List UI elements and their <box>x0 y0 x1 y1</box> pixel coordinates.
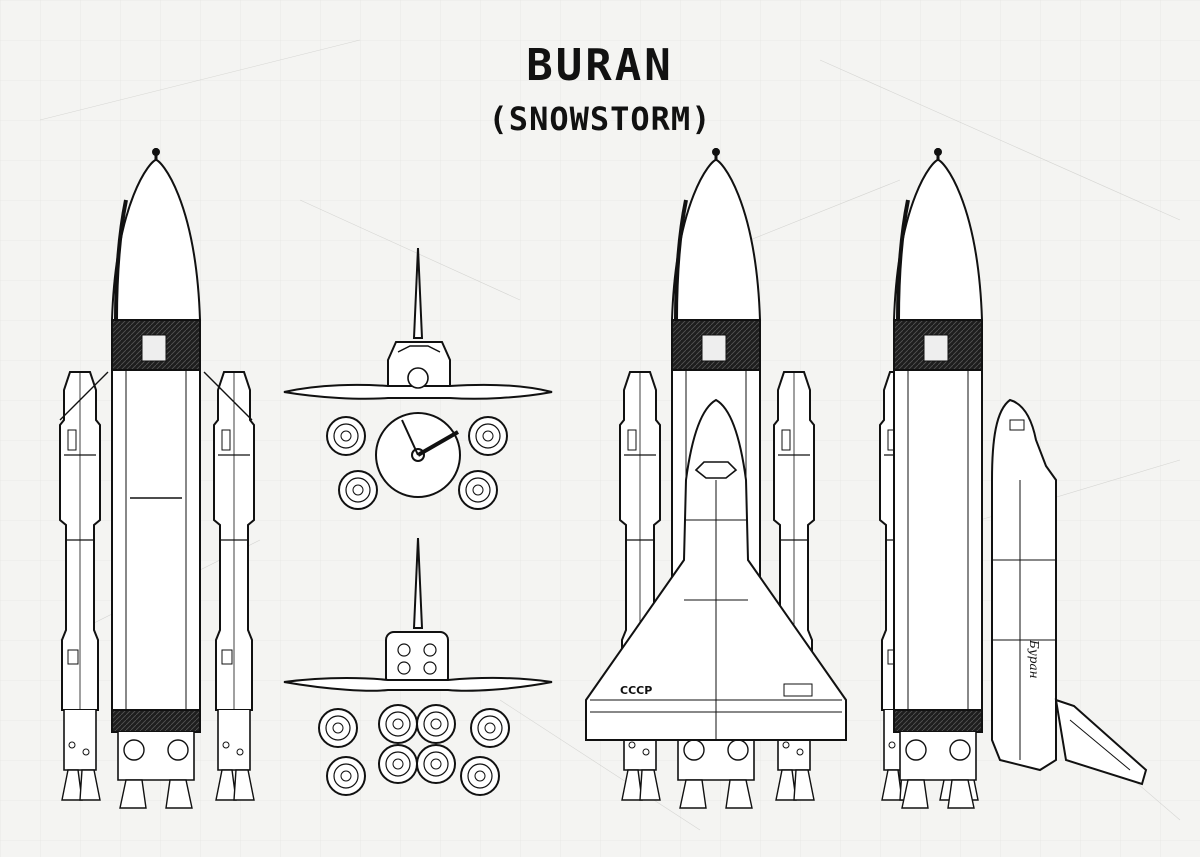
energia-buran-front-view: CCCP <box>585 146 847 810</box>
orbiter-front-view <box>283 247 553 510</box>
buran-marking: Буран <box>1027 639 1041 679</box>
orbiter-rear-view <box>283 537 553 796</box>
energia-buran-side-view: Буран <box>879 146 1148 810</box>
page-subtitle: (SNOWSTORM) <box>488 100 712 138</box>
page-title: BURAN <box>526 40 674 91</box>
energia-side-view <box>59 146 255 810</box>
cccp-marking: CCCP <box>620 684 652 697</box>
